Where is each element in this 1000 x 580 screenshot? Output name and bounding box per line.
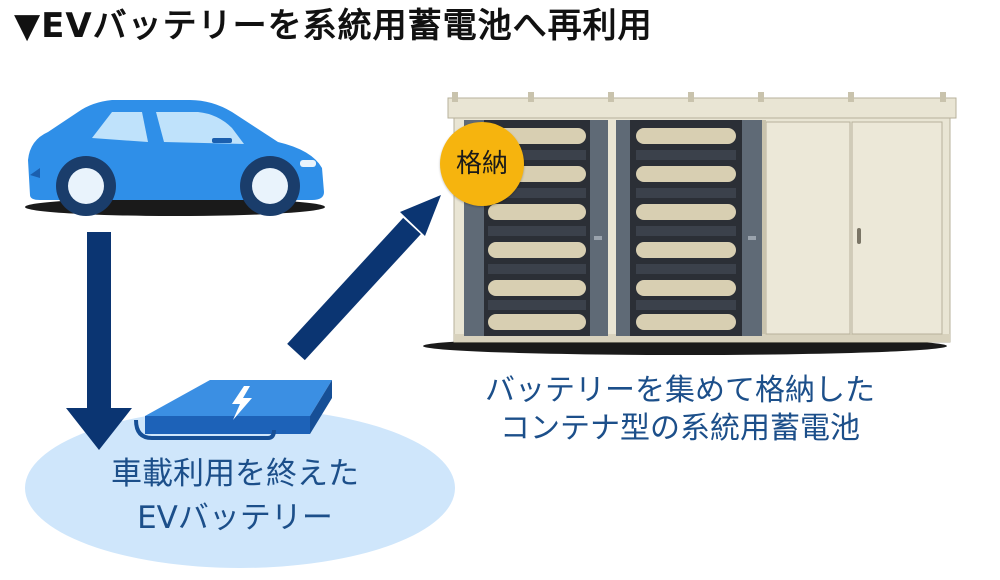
container-caption-line2: コンテナ型の系統用蓄電池 (500, 411, 860, 446)
container-caption: バッテリーを集めて格納した コンテナ型の系統用蓄電池 (420, 372, 940, 448)
battery-caption-line2: EVバッテリー (137, 500, 333, 536)
page-title: ▼EVバッテリーを系統用蓄電池へ再利用 (14, 6, 653, 46)
battery-caption-line1: 車載利用を終えた (111, 456, 359, 492)
storage-badge: 格納 (440, 122, 524, 206)
ev-car-icon (25, 100, 325, 216)
battery-container-icon (423, 92, 957, 355)
container-caption-line1: バッテリーを集めて格納した (485, 373, 875, 408)
battery-highlight-ellipse (25, 408, 455, 568)
lightning-bolt-icon (232, 386, 252, 420)
diagonal-arrow (287, 195, 441, 361)
ev-battery-pack-icon (134, 380, 332, 440)
down-arrow (66, 232, 132, 450)
battery-caption: 車載利用を終えた EVバッテリー (40, 452, 430, 540)
